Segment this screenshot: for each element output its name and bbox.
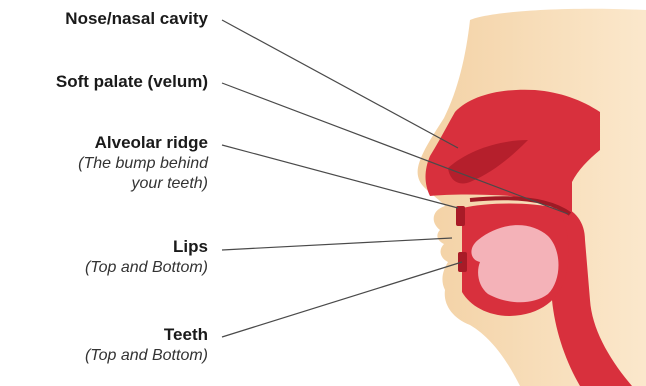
- nose-leader-line: [222, 20, 458, 148]
- lips-leader-line: [222, 238, 452, 250]
- alveolar-ridge-label-sub-line2: your teeth): [78, 174, 208, 194]
- alveolar-ridge-label-sub-line1: (The bump behind: [78, 154, 208, 174]
- nose-label-title: Nose/nasal cavity: [65, 8, 208, 30]
- alveolar-ridge-label-title: Alveolar ridge: [78, 132, 208, 154]
- soft-palate-label: Soft palate (velum): [56, 71, 208, 93]
- teeth-label: Teeth (Top and Bottom): [85, 324, 208, 366]
- teeth-leader-line: [222, 262, 462, 337]
- lips-label-sub: (Top and Bottom): [85, 258, 208, 278]
- lips-label-title: Lips: [85, 236, 208, 258]
- lips-label: Lips (Top and Bottom): [85, 236, 208, 278]
- soft-palate-label-title: Soft palate (velum): [56, 71, 208, 93]
- alveolar-ridge-label: Alveolar ridge (The bump behind your tee…: [78, 132, 208, 194]
- nose-label: Nose/nasal cavity: [65, 8, 208, 30]
- teeth-label-sub: (Top and Bottom): [85, 346, 208, 366]
- lower-teeth: [458, 252, 467, 272]
- upper-teeth: [456, 206, 465, 226]
- teeth-label-title: Teeth: [85, 324, 208, 346]
